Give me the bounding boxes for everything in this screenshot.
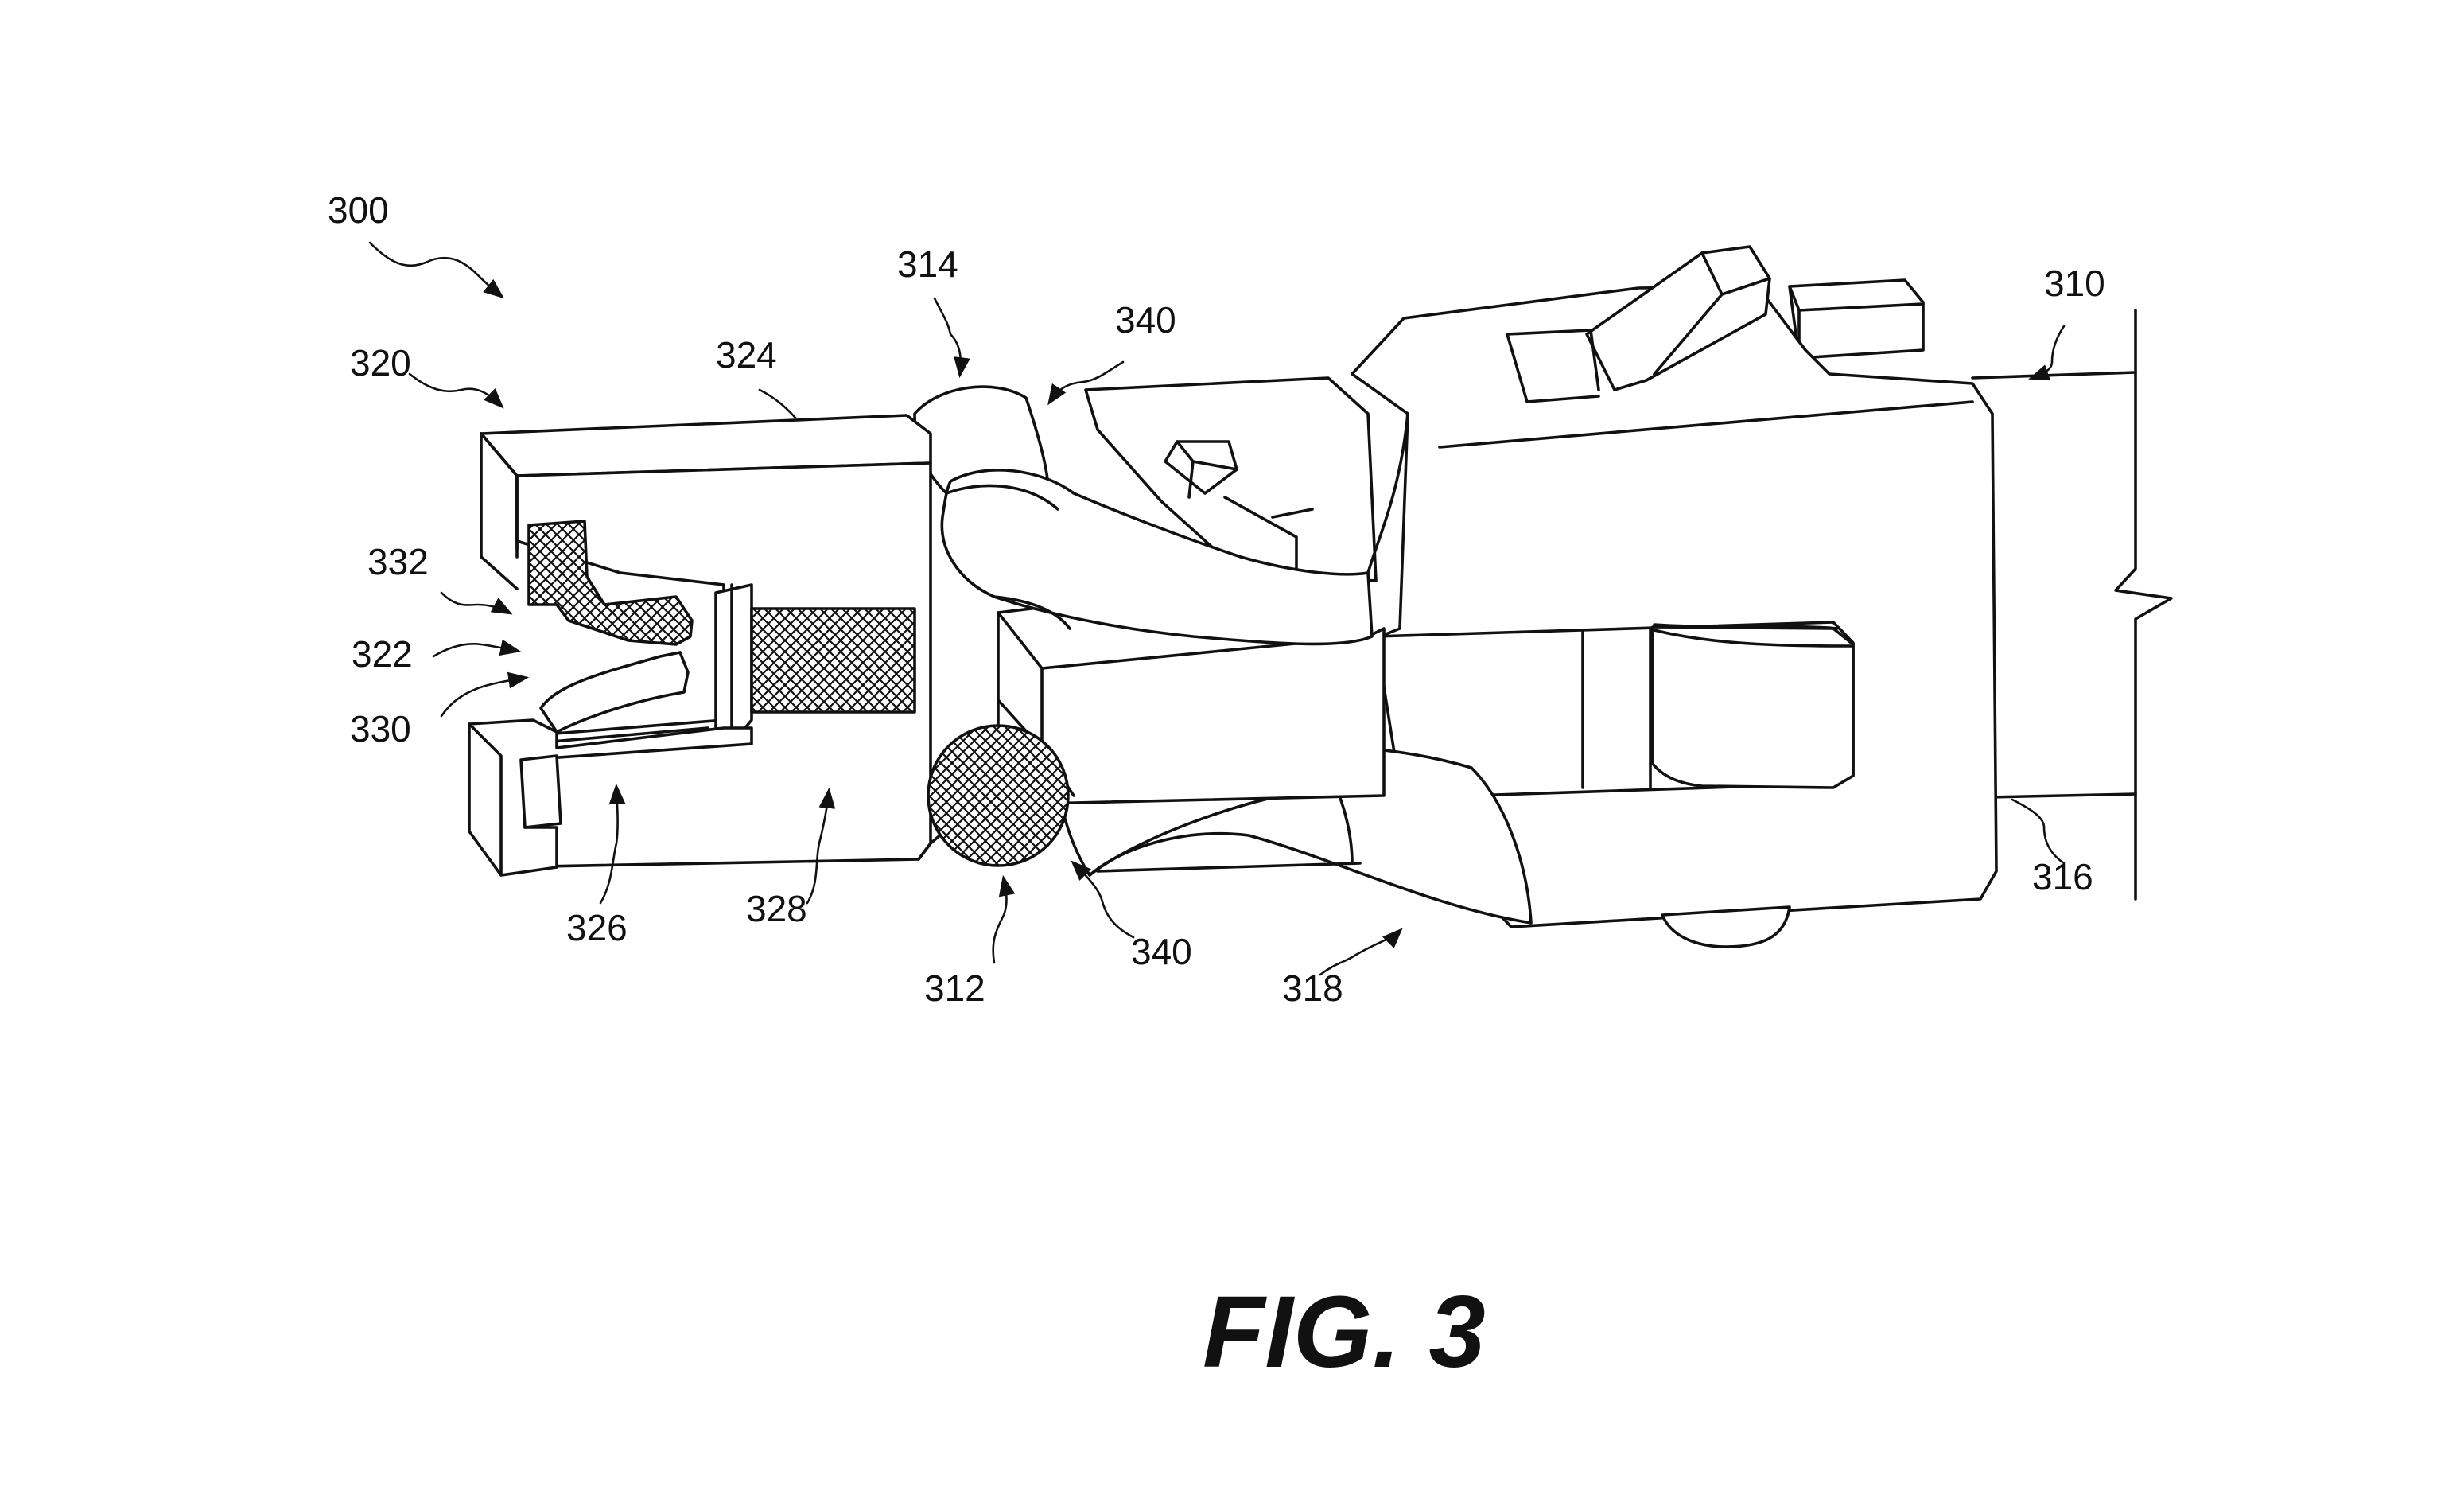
contact-330 (539, 651, 690, 734)
label-324: 324 (716, 334, 777, 376)
reference-labels: 300 310 312 314 316 318 320 322 324 326 … (328, 189, 2105, 1009)
hatched-latch-332 (527, 520, 694, 646)
latch-tab (1585, 245, 1771, 391)
label-300: 300 (328, 189, 389, 231)
label-310: 310 (2044, 263, 2105, 304)
figure-caption: FIG. 3 (1203, 1275, 1486, 1389)
connector-housing-318 (1351, 245, 2173, 948)
label-318: 318 (1282, 967, 1343, 1009)
upper-ramp-nub (1164, 440, 1238, 495)
label-332: 332 (367, 541, 429, 582)
left-connector-320 (468, 414, 932, 877)
label-340-top: 340 (1115, 299, 1176, 341)
seal-ball (927, 724, 1070, 867)
rear-latch-block (1788, 278, 1925, 360)
leader-lines (368, 241, 2066, 976)
hatched-block-328 (750, 607, 916, 714)
label-326: 326 (566, 907, 628, 948)
cable-break-line (2114, 309, 2173, 901)
bottom-base (468, 718, 753, 877)
label-322: 322 (352, 633, 413, 675)
middle-block-front (997, 611, 1386, 805)
upper-lever-arm (913, 376, 1409, 646)
label-330: 330 (350, 708, 411, 749)
slot-inner-block (1651, 625, 1855, 789)
cable-bottom-line (1987, 792, 2137, 799)
inner-window-block (714, 583, 753, 745)
housing-top-edge (1438, 400, 1974, 449)
label-320: 320 (350, 342, 411, 383)
label-316: 316 (2032, 856, 2093, 897)
label-340-bottom: 340 (1131, 931, 1192, 972)
label-312: 312 (924, 967, 985, 1009)
housing-foot (1661, 905, 1791, 948)
hatched-ball-312 (927, 699, 1075, 867)
arm-body (940, 469, 1374, 646)
cable-top-line (1971, 371, 2137, 380)
label-328: 328 (746, 888, 807, 929)
label-314: 314 (897, 243, 958, 285)
bottom-base-notch (519, 754, 562, 829)
